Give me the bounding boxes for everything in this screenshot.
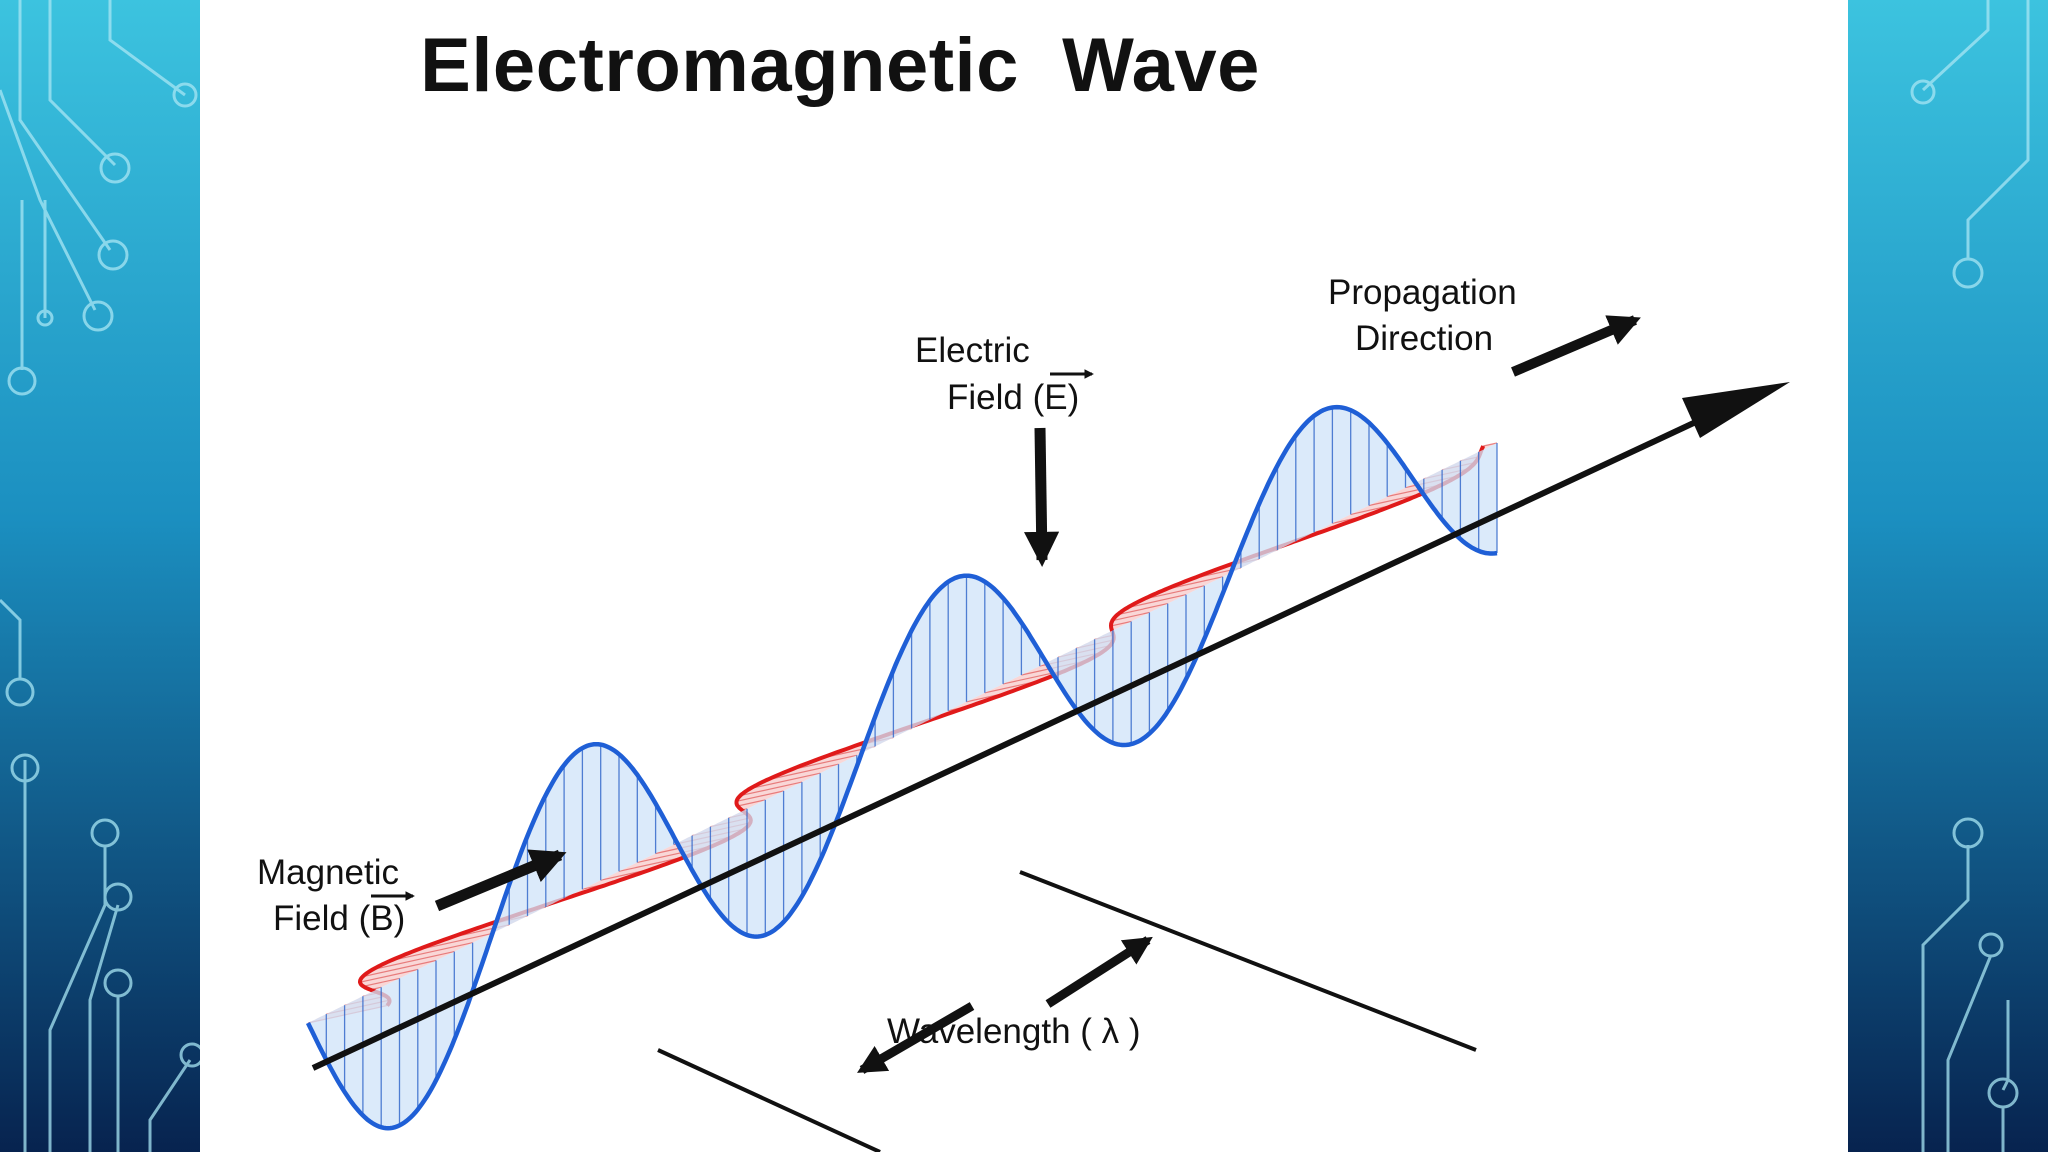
em-wave-diagram: Electric Field (E) Propagation Direction… [257,273,1790,1152]
electric-field-fill [308,407,1497,1129]
magnetic-field-hatch-line [1112,611,1150,622]
right-decor-panel [1848,0,2048,1152]
electric-field-wave [305,404,1498,1131]
magnetic-field-hatch-line [736,790,784,802]
magnetic-field-hatch-line [359,968,418,983]
electric-field-hatching [325,407,1498,1128]
slide-title: Electromagnetic Wave [420,23,1260,108]
propagation-label-line1: Propagation [1328,273,1517,312]
magnetic-field-hatch-line [372,951,455,971]
wavelength-label: Wavelength ( λ ) [887,1012,1141,1051]
magnetic-field-pointer-arrow [434,849,567,912]
slide-content: Electromagnetic Wave [200,0,1848,1152]
magnetic-field-hatch-line [1110,620,1132,627]
magnetic-field-hatch-line [749,772,821,790]
magnetic-field-hatch-line [1117,603,1168,616]
wavelength-bracket [657,870,1477,1152]
electric-field-curve [305,404,1498,1131]
magnetic-field-hatch-line [1483,442,1498,447]
electric-field-label-line2: Field (E) [947,378,1079,417]
magnetic-field-hatch-line [362,959,437,978]
propagation-label-line2: Direction [1355,319,1493,358]
electric-field-label-line1: Electric [915,331,1030,370]
wavelength-arrow-left [857,1002,975,1074]
wavelength-arrow-right [1045,936,1153,1008]
magnetic-field-label-line2: Field (B) [273,899,405,938]
circuit-pattern-right [1848,0,2048,1152]
magnetic-field-hatch-line [1143,585,1205,600]
magnetic-field-hatch-line [363,977,400,987]
propagation-axis [311,382,1790,1071]
left-decor-panel [0,0,200,1152]
electric-field-pointer-arrow [1023,427,1060,568]
magnetic-field-hatch-line [389,942,473,962]
propagation-pointer-arrow [1511,315,1641,377]
magnetic-field-hatch-line [766,763,839,781]
magnetic-field-hatch-line [1127,594,1187,609]
magnetic-field-hatch-line [740,781,803,797]
magnetic-field-hatch-line [737,799,766,807]
magnetic-field-label-line1: Magnetic [257,853,399,892]
circuit-pattern-left [0,0,200,1152]
axis-arrowhead [1682,382,1790,438]
